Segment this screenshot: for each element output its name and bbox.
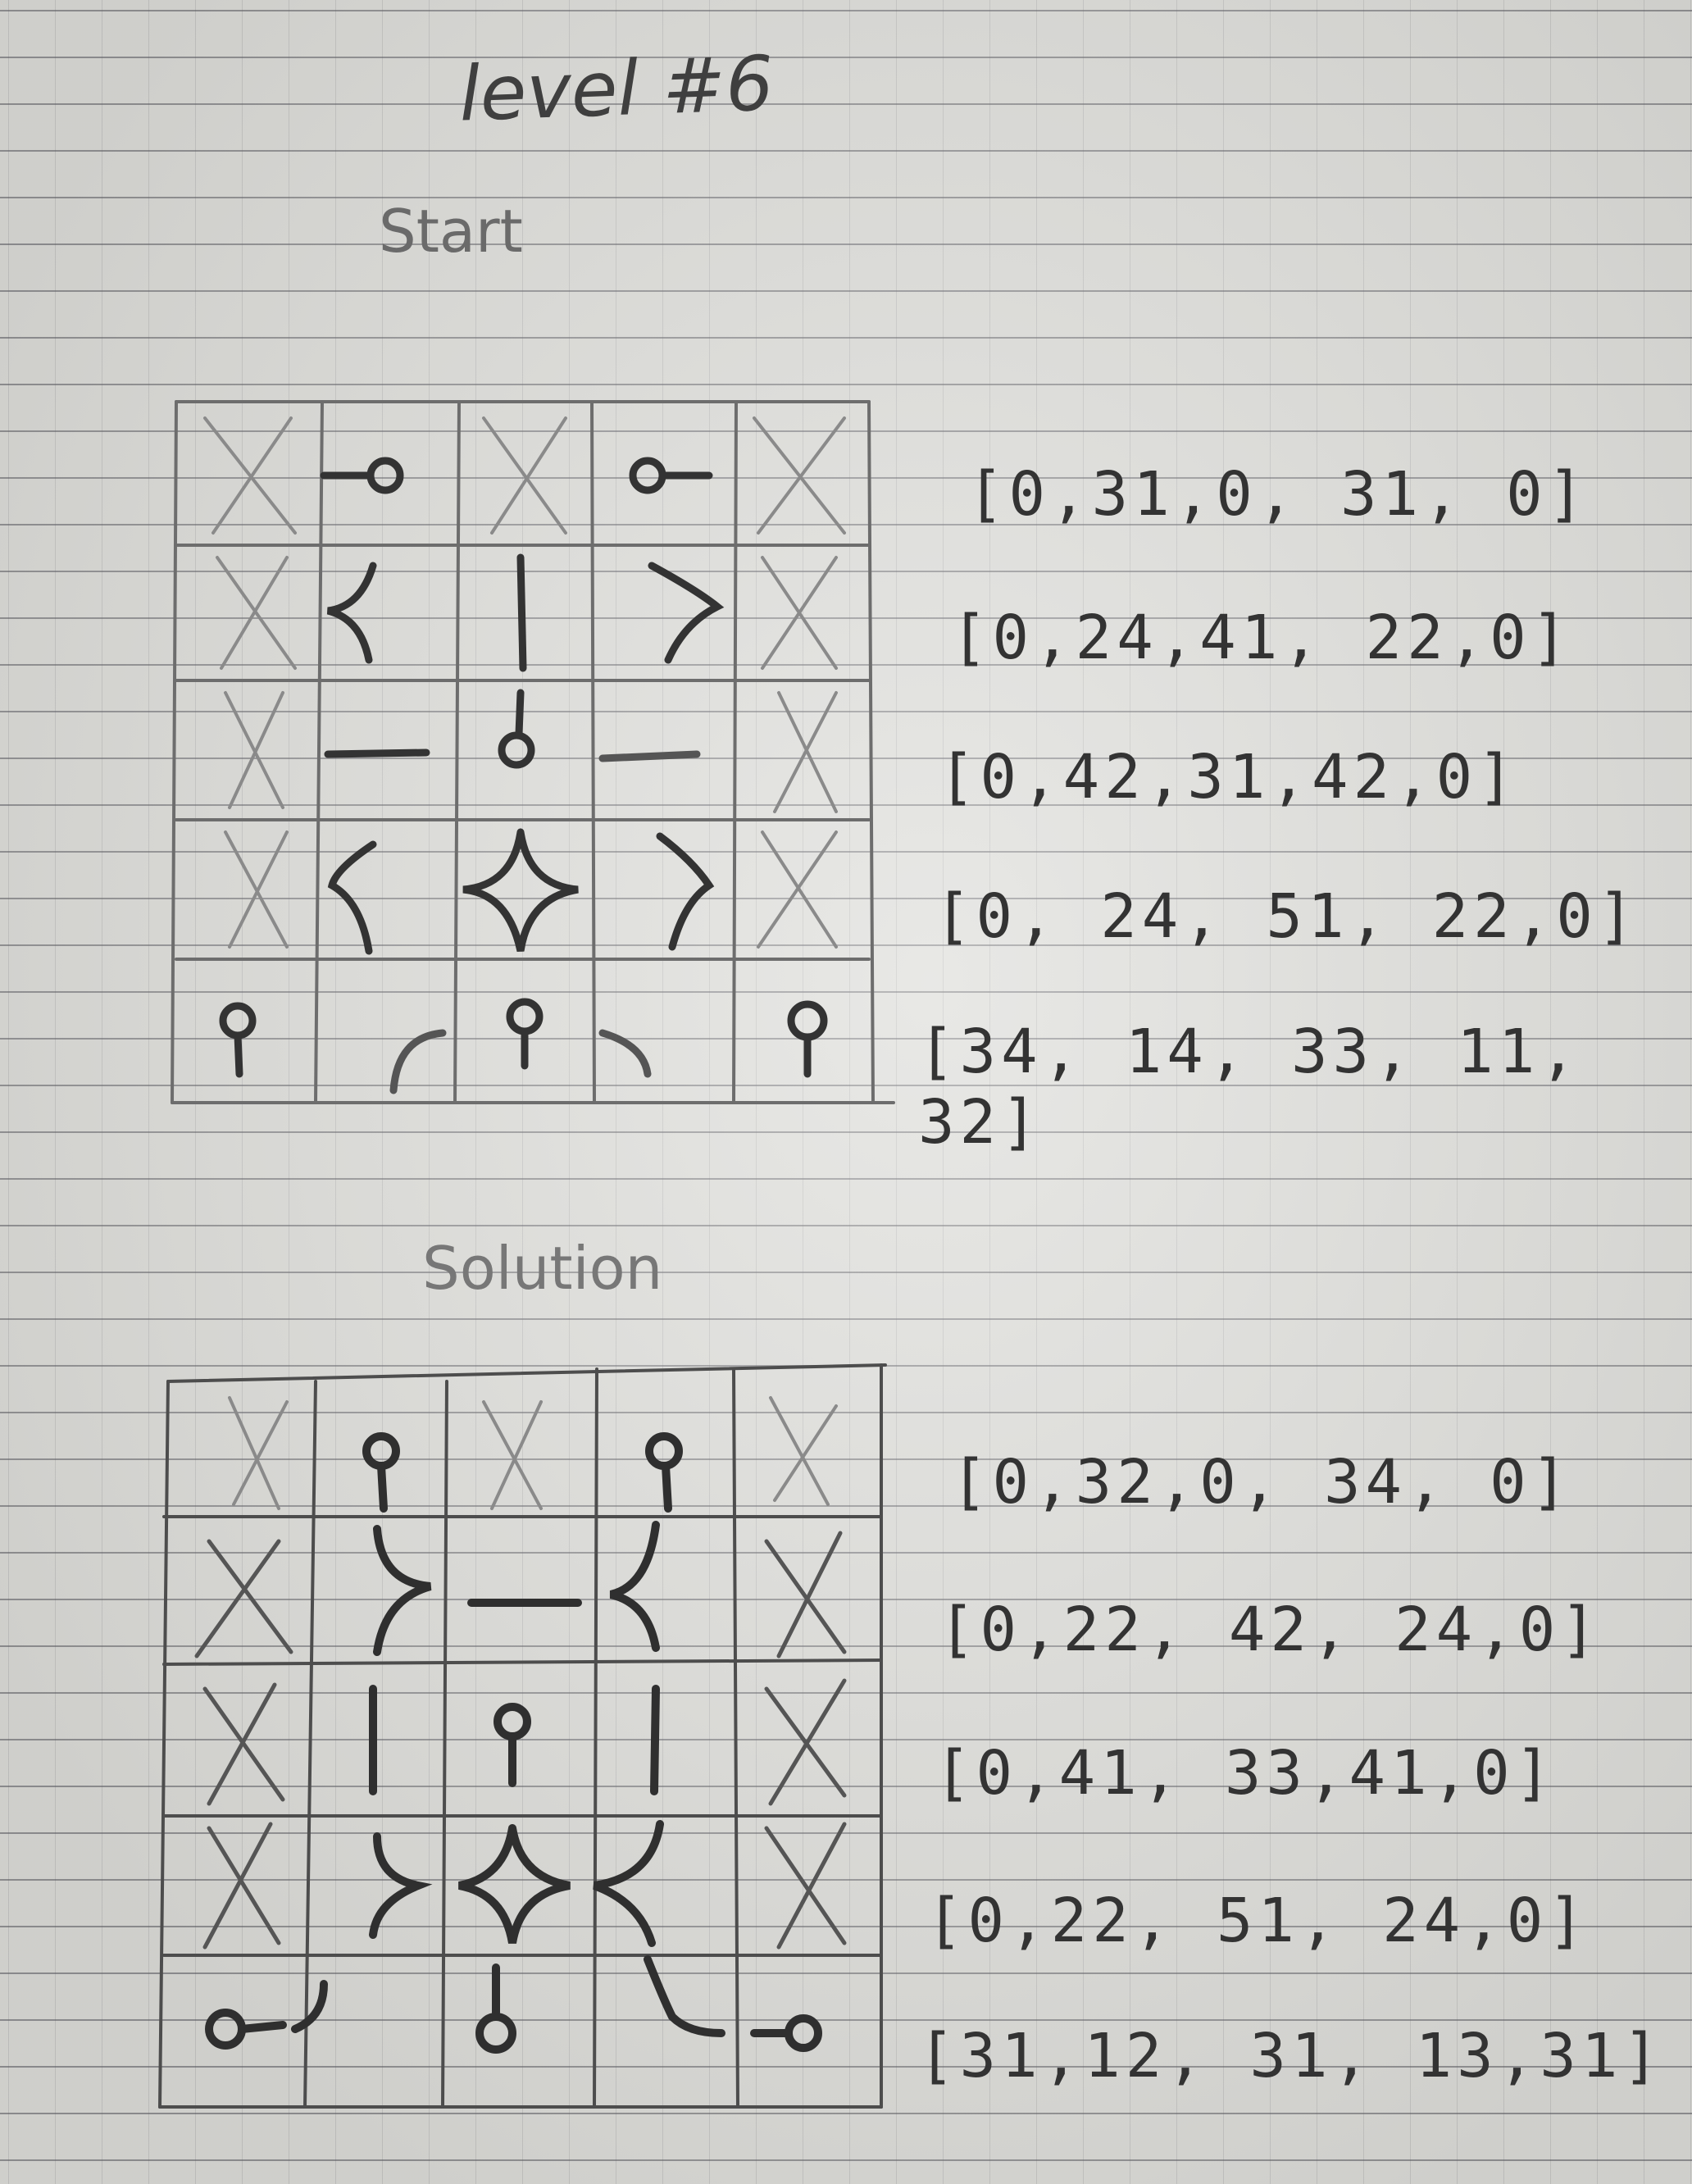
solution-row-array: [31,12, 31, 13,31]	[918, 2021, 1664, 2091]
solution-grid-line	[732, 1367, 739, 2109]
elbow-pipe-icon	[609, 1521, 660, 1652]
x-mark-icon	[202, 1682, 285, 1806]
x-mark-icon	[753, 416, 846, 535]
cross-pipe-icon	[462, 828, 579, 952]
cross-pipe-icon	[457, 1824, 571, 1944]
elbow-pipe-icon	[291, 1980, 328, 2033]
start-row-array: [34, 14, 33, 11, 32]	[918, 1017, 1581, 1158]
pipe-end-down-icon	[506, 998, 544, 1070]
start-row-array: [0, 24, 51, 22,0]	[935, 881, 1640, 952]
start-grid-line	[732, 400, 738, 1104]
solution-grid-line	[166, 1363, 887, 1383]
x-mark-icon	[482, 416, 567, 535]
x-mark-icon	[773, 691, 838, 813]
corner-pipe-icon	[598, 1029, 652, 1078]
x-mark-icon	[203, 416, 297, 535]
pipe-end-left-icon	[205, 2009, 287, 2050]
elbow-pipe-icon	[373, 1525, 432, 1656]
x-mark-icon	[224, 691, 284, 809]
elbow-pipe-icon	[644, 1955, 725, 2037]
x-mark-icon	[482, 1400, 543, 1510]
pipe-end-left-icon	[320, 457, 404, 494]
solution-grid-line	[593, 1367, 598, 2109]
solution-row-array: [0,22, 42, 24,0]	[939, 1595, 1602, 1665]
pipe-end-right-icon	[750, 2014, 822, 2052]
pipe-end-right-icon	[629, 457, 713, 494]
start-heading: Start	[379, 197, 523, 266]
elbow-pipe-icon	[656, 832, 715, 951]
solution-row-array: [0,32,0, 34, 0]	[951, 1447, 1573, 1517]
solution-heading: Solution	[422, 1234, 663, 1303]
start-grid-line	[314, 400, 324, 1104]
solution-grid-line	[303, 1380, 317, 2109]
start-row-array: [0,42,31,42,0]	[939, 742, 1519, 812]
solution-row-array: [0,22, 51, 24,0]	[926, 1886, 1590, 1956]
start-row-array: [0,24,41, 22,0]	[951, 603, 1573, 673]
start-grid-line	[453, 400, 461, 1104]
x-mark-icon	[224, 830, 289, 949]
elbow-pipe-icon	[327, 840, 377, 955]
pipe-horizontal-icon	[324, 748, 430, 758]
elbow-pipe-icon	[593, 1820, 664, 1947]
x-mark-icon	[761, 556, 838, 670]
pipe-end-down-icon	[494, 1703, 531, 1787]
pipe-vertical-icon	[516, 553, 527, 672]
solution-row-array: [0,41, 33,41,0]	[935, 1738, 1557, 1809]
pipe-end-down-icon	[645, 1432, 683, 1513]
pipe-horizontal-icon	[598, 750, 701, 762]
pipe-end-down-icon	[219, 1002, 257, 1078]
start-grid-line	[867, 400, 875, 1104]
x-mark-icon	[228, 1396, 289, 1510]
pipe-end-down-icon	[787, 1000, 828, 1078]
solution-grid-line	[158, 1380, 170, 2109]
x-mark-icon	[764, 1822, 847, 1950]
x-mark-icon	[769, 1396, 838, 1506]
corner-pipe-icon	[389, 1029, 447, 1094]
start-grid-line	[590, 400, 596, 1104]
x-mark-icon	[202, 1822, 281, 1950]
elbow-pipe-icon	[326, 562, 377, 664]
elbow-pipe-icon	[369, 1832, 433, 1939]
elbow-pipe-icon	[648, 562, 725, 664]
solution-grid-line	[441, 1380, 448, 2109]
solution-grid-line	[162, 1658, 883, 1666]
x-mark-icon	[764, 1531, 847, 1658]
pipe-end-up-icon	[475, 1963, 516, 2054]
x-mark-icon	[194, 1539, 293, 1658]
pipe-end-up-icon	[498, 689, 535, 769]
x-mark-icon	[757, 830, 838, 949]
pipe-vertical-icon	[650, 1685, 660, 1795]
start-row-array: [0,31,0, 31, 0]	[967, 459, 1590, 530]
x-mark-icon	[216, 556, 297, 670]
start-grid-line	[171, 400, 178, 1104]
pipe-end-down-icon	[362, 1432, 400, 1513]
x-mark-icon	[764, 1678, 847, 1806]
